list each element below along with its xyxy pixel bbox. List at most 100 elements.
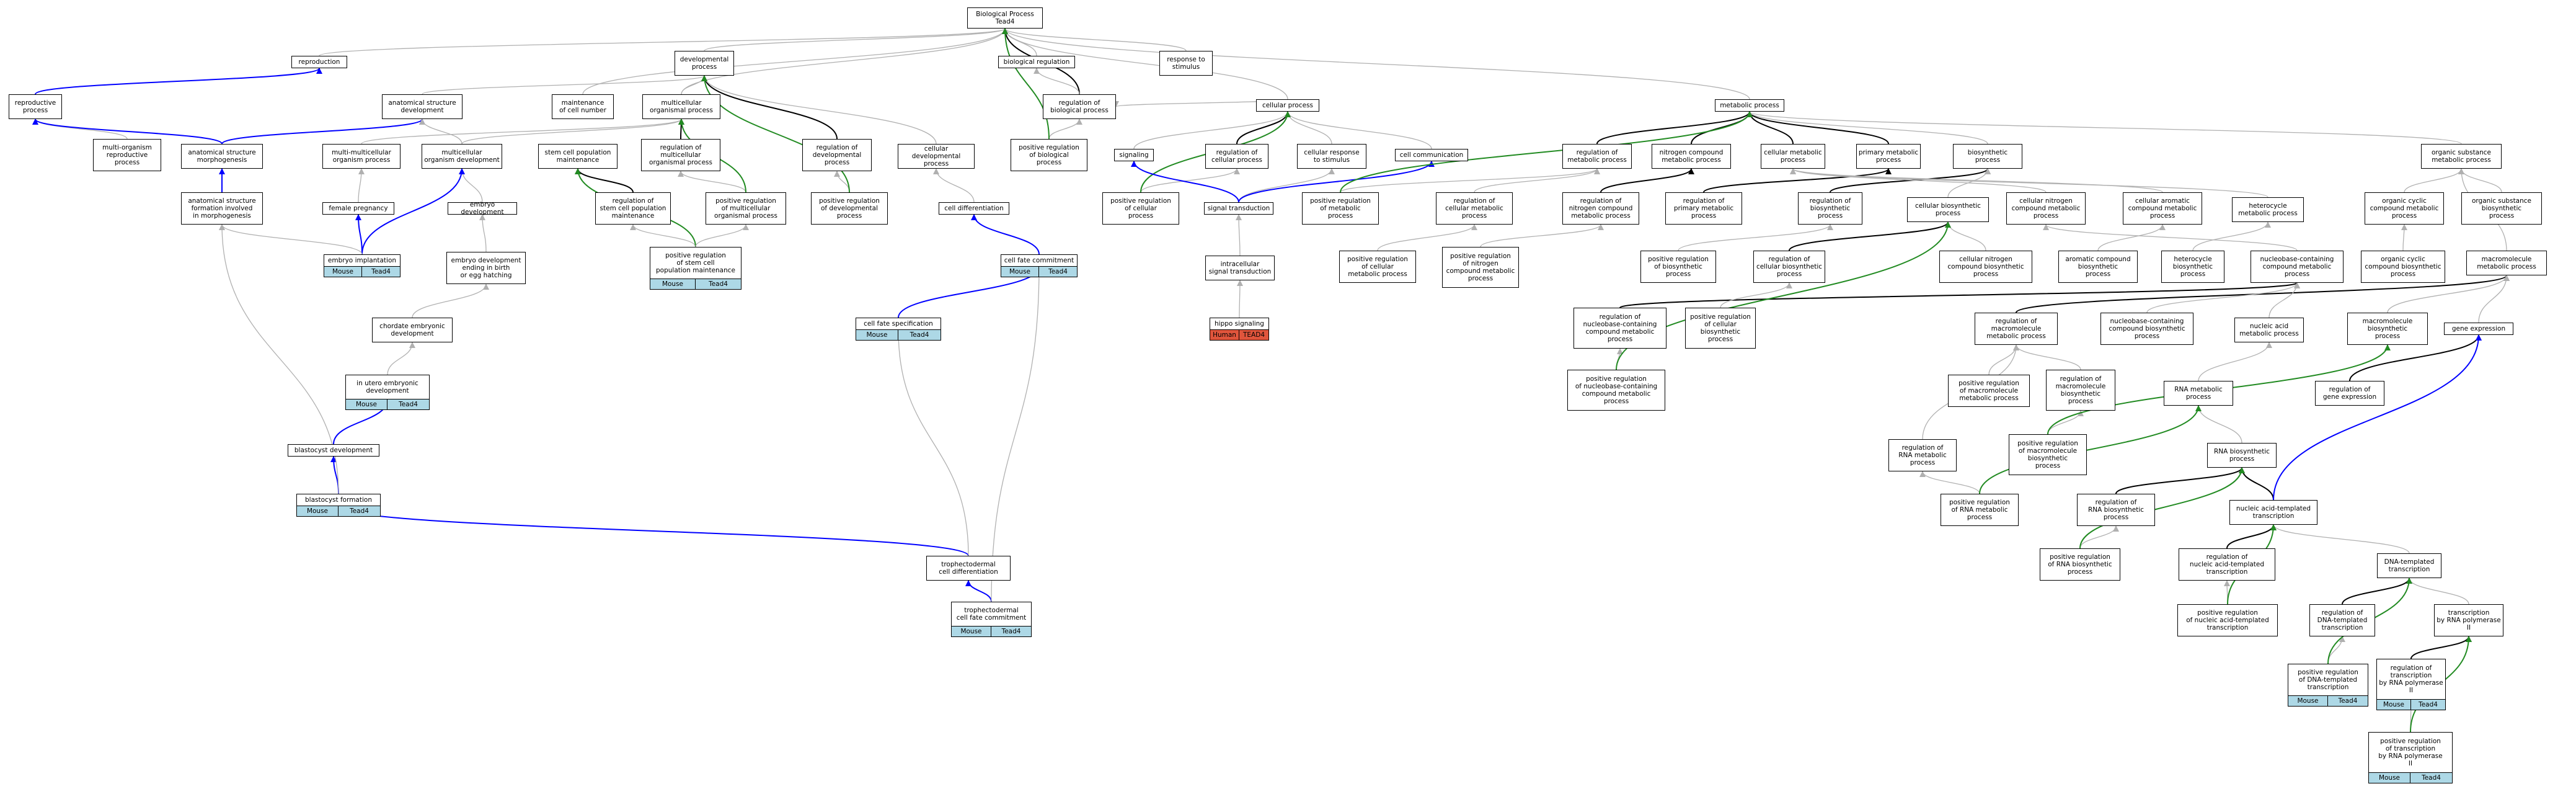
go-term-cellfatespec[interactable]: cell fate specification <box>856 318 941 330</box>
go-term-signaling[interactable]: signaling <box>1114 149 1154 161</box>
go-term-blastdev[interactable]: blastocyst development <box>288 444 379 457</box>
go-term-femalepreg[interactable]: female pregnancy <box>322 202 394 215</box>
go-term-hippo[interactable]: hippo signaling <box>1210 318 1269 330</box>
go-term-embdev[interactable]: embryo development <box>448 201 517 216</box>
go-term-blastform[interactable]: blastocyst formation <box>296 494 381 506</box>
go-term-biolreg[interactable]: biological regulation <box>998 56 1075 68</box>
go-term-cellcomm[interactable]: cell communication <box>1395 149 1468 161</box>
go-term-sigtrans[interactable]: signal transduction <box>1204 202 1273 215</box>
go-term-cellfatecom[interactable]: cell fate commitment <box>1001 254 1078 267</box>
go-term-celldiff[interactable]: cell differentiation <box>939 202 1009 215</box>
go-term-metab[interactable]: metabolic process <box>1715 99 1784 112</box>
go-term-geneexp[interactable]: gene expression <box>2444 323 2513 335</box>
go-term-cellproc[interactable]: cellular process <box>1256 99 1319 112</box>
go-term-embimpl[interactable]: embryo implantation <box>324 254 401 267</box>
go-term-repro[interactable]: reproduction <box>291 56 347 68</box>
